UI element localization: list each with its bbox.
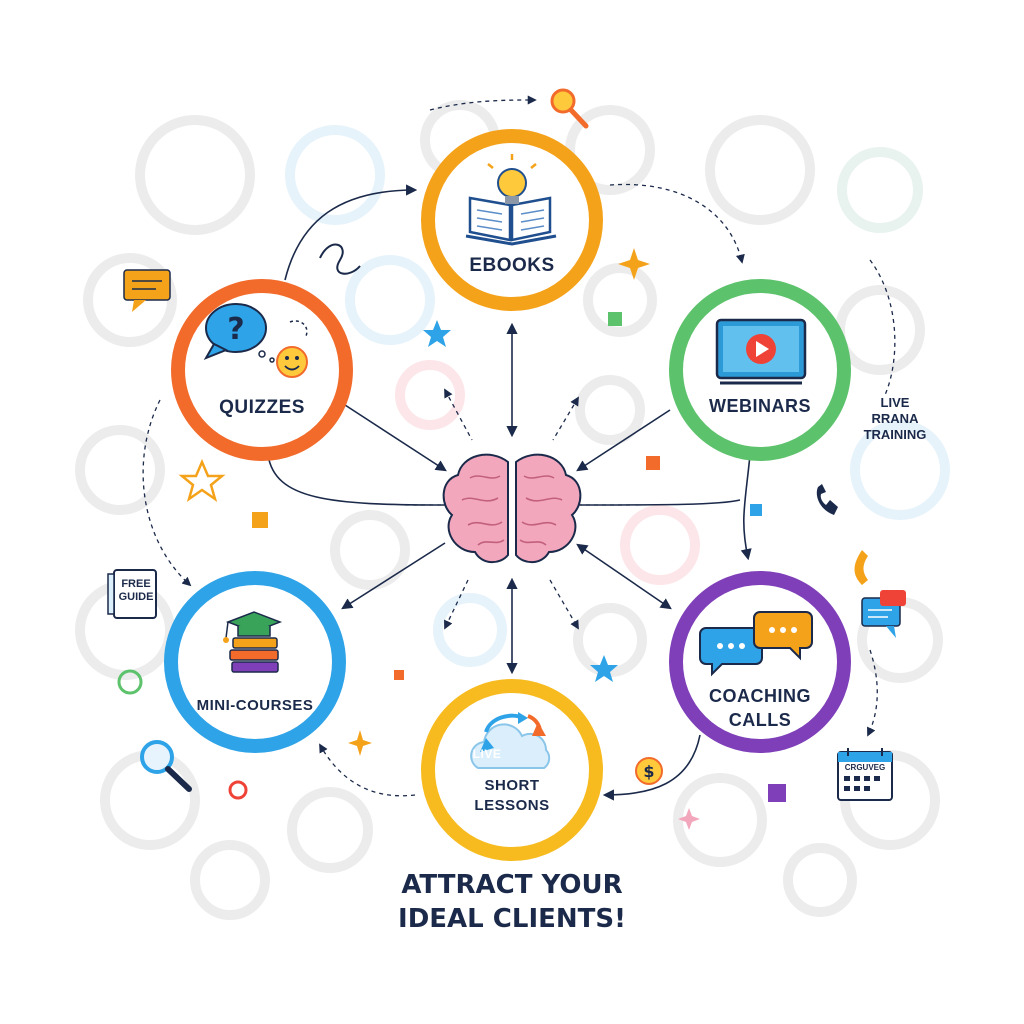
sparkle-icon bbox=[348, 730, 372, 756]
confetti bbox=[750, 504, 762, 516]
page-title: ATTRACT YOUR IDEAL CLIENTS! bbox=[398, 870, 626, 934]
sparkle-icon bbox=[618, 248, 650, 280]
squiggle-icon bbox=[319, 243, 361, 275]
star-outline-icon bbox=[178, 458, 226, 503]
free-guide-label: FREE GUIDE bbox=[118, 578, 154, 603]
star-icon bbox=[423, 320, 451, 347]
question-bubble-icon: ? bbox=[203, 303, 308, 378]
chat-note-icon bbox=[123, 269, 171, 312]
free-guide-icon bbox=[107, 569, 157, 619]
node-coaching[interactable] bbox=[669, 571, 851, 753]
curve-quizzes-ebooks bbox=[284, 184, 418, 281]
calendar-label: CRGUVEG bbox=[844, 763, 886, 772]
node-webinars[interactable] bbox=[669, 279, 851, 461]
calendar-icon bbox=[837, 748, 893, 801]
phone-icon bbox=[816, 484, 838, 515]
node-short-lessons-label: SHORT LESSONS bbox=[474, 777, 550, 814]
node-quizzes[interactable]: ? bbox=[171, 279, 353, 461]
confetti bbox=[646, 456, 660, 470]
spoke-quizzes bbox=[344, 404, 447, 472]
star-icon bbox=[590, 655, 618, 682]
node-ebooks[interactable] bbox=[421, 129, 603, 311]
node-short-lessons-sublabel: LIVE bbox=[472, 747, 502, 761]
node-short-lessons[interactable] bbox=[421, 679, 603, 861]
node-mini-courses[interactable] bbox=[164, 571, 346, 753]
magnifier-icon bbox=[550, 88, 589, 129]
spoke-webinars bbox=[576, 409, 671, 472]
curve-webinars-coaching bbox=[740, 454, 752, 561]
node-quizzes-label: QUIZZES bbox=[219, 397, 305, 418]
phone-handset-icon bbox=[854, 550, 868, 585]
magnifier-icon-large bbox=[140, 740, 192, 792]
node-ebooks-label: EBOOKS bbox=[469, 255, 555, 276]
node-mini-courses-label: MINI-COURSES bbox=[196, 697, 314, 714]
cloud-cycle-icon bbox=[470, 712, 551, 769]
curve-coaching-shortlessons bbox=[602, 734, 701, 801]
node-coaching-label: COACHING CALLS bbox=[709, 686, 811, 730]
confetti bbox=[252, 512, 268, 528]
sparkle-icon bbox=[678, 808, 700, 830]
book-lightbulb-icon bbox=[465, 154, 557, 246]
brain-icon bbox=[442, 453, 582, 564]
confetti bbox=[608, 312, 622, 326]
decorations: $ bbox=[107, 88, 906, 830]
chat-bubbles-icon bbox=[699, 611, 813, 677]
confetti bbox=[394, 670, 404, 680]
confetti bbox=[768, 784, 786, 802]
message-alert-icon bbox=[861, 590, 906, 638]
curve-webinars-center bbox=[579, 499, 741, 506]
confetti-ring bbox=[117, 669, 143, 695]
svg-text:$: $ bbox=[643, 762, 654, 781]
node-webinars-label: WEBINARS bbox=[709, 396, 811, 416]
svg-text:?: ? bbox=[227, 312, 244, 347]
confetti-ring bbox=[228, 780, 248, 800]
video-screen-icon bbox=[715, 318, 807, 385]
dollar-coin-icon: $ bbox=[635, 757, 663, 785]
live-training-label: LIVE RRANA TRAINING bbox=[863, 395, 927, 442]
spoke-coaching bbox=[576, 543, 672, 610]
spoke-minicourses bbox=[341, 542, 446, 610]
graduation-books-icon bbox=[223, 611, 283, 673]
